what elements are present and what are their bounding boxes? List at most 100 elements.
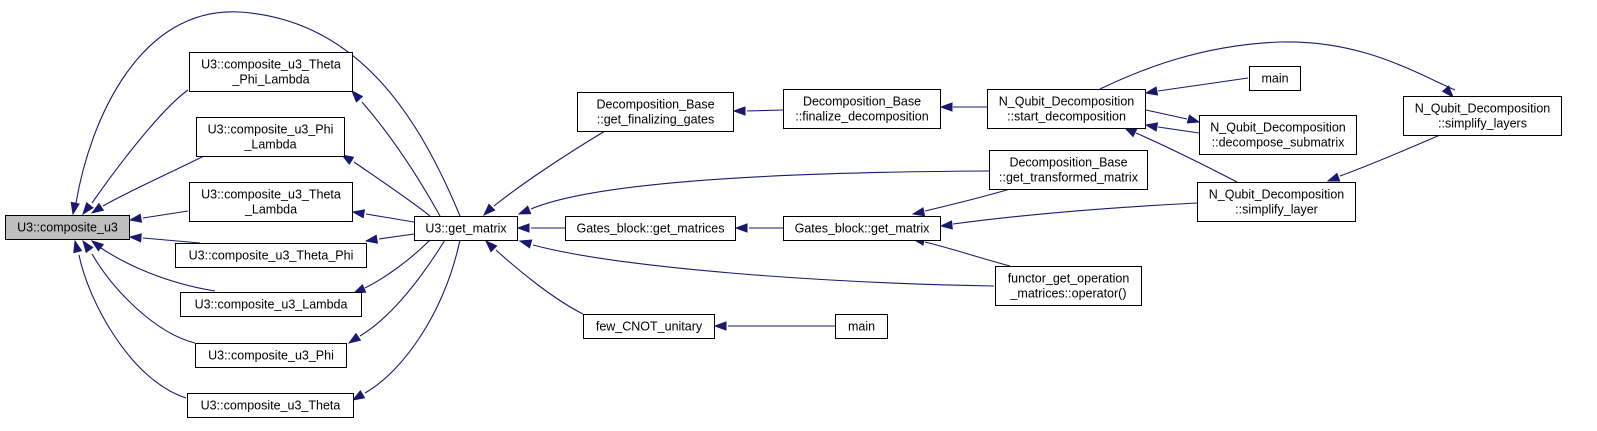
edge-arrowhead <box>340 154 355 165</box>
node-nq-start-decomposition[interactable]: N_Qubit_Decomposition::start_decompositi… <box>987 89 1146 129</box>
edge-arrowhead <box>90 240 105 252</box>
edge-arrowhead <box>518 239 533 249</box>
edge-main_2-to-few_cnot_unitary <box>713 321 835 331</box>
node-box[interactable] <box>783 89 941 129</box>
node-cu3-theta-lambda[interactable]: U3::composite_u3_Theta_Lambda <box>189 182 353 222</box>
edge-arrowhead <box>1326 172 1341 182</box>
node-box[interactable] <box>5 215 130 240</box>
node-box[interactable] <box>175 243 367 268</box>
edge-arrowhead <box>713 321 727 331</box>
node-label-line: N_Qubit_Decomposition <box>999 95 1135 109</box>
node-label-line: Gates_block::get_matrix <box>795 222 931 236</box>
edge-cu3_theta_lambda-to-composite_u3 <box>128 210 189 223</box>
edge-cu3_theta_phi_lambda-to-composite_u3 <box>82 89 189 216</box>
node-box[interactable] <box>783 216 941 241</box>
node-composite-u3[interactable]: U3::composite_u3 <box>5 215 130 240</box>
node-db-get-transformed-matrix[interactable]: Decomposition_Base::get_transformed_matr… <box>989 150 1148 190</box>
edge-line <box>378 233 415 240</box>
node-main-2[interactable]: main <box>835 314 888 339</box>
node-label-line: _Lambda <box>244 203 297 217</box>
edge-line <box>365 213 415 223</box>
edge-arrowhead <box>484 239 498 253</box>
edge-get_matrix-to-cu3_theta_lambda <box>351 209 415 223</box>
node-label-line: U3::composite_u3_Theta_Phi <box>189 249 354 263</box>
node-box[interactable] <box>195 343 347 368</box>
node-cu3-theta[interactable]: U3::composite_u3_Theta <box>187 393 354 418</box>
node-box[interactable] <box>187 393 354 418</box>
node-box[interactable] <box>1403 96 1562 136</box>
node-box[interactable] <box>565 216 736 241</box>
node-box[interactable] <box>577 92 734 132</box>
edge-functor_get_operation-to-get_matrix <box>518 239 995 287</box>
node-box[interactable] <box>989 150 1148 190</box>
node-box[interactable] <box>180 292 362 317</box>
node-gb-get-matrix[interactable]: Gates_block::get_matrix <box>783 216 941 241</box>
node-cu3-lambda[interactable]: U3::composite_u3_Lambda <box>180 292 362 317</box>
edge-get_matrix-to-cu3_lambda <box>352 239 431 294</box>
node-few-cnot-unitary[interactable]: few_CNOT_unitary <box>583 314 715 339</box>
node-label-line: Decomposition_Base <box>596 98 714 112</box>
edge-arrowhead <box>734 223 748 233</box>
edge-arrowhead <box>732 106 746 116</box>
node-box[interactable] <box>1197 182 1356 222</box>
node-box[interactable] <box>987 89 1146 129</box>
edge-arrowhead <box>1123 127 1138 138</box>
edge-line <box>1099 41 1456 91</box>
node-label-line: N_Qubit_Decomposition <box>1210 121 1346 135</box>
node-label-line: N_Qubit_Decomposition <box>1415 102 1551 116</box>
edge-arrowhead <box>351 89 364 103</box>
node-box[interactable] <box>414 216 518 241</box>
node-box[interactable] <box>583 314 715 339</box>
node-get-matrix[interactable]: U3::get_matrix <box>414 216 518 241</box>
edge-gb_get_matrices-to-get_matrix <box>516 223 565 233</box>
node-gb-get-matrices[interactable]: Gates_block::get_matrices <box>565 216 736 241</box>
node-box[interactable] <box>1199 115 1357 155</box>
edge-functor_get_operation-to-gb_get_matrix <box>911 236 1011 267</box>
node-box[interactable] <box>189 182 353 222</box>
node-label-line: Gates_block::get_matrices <box>577 222 725 236</box>
node-functor-get-operation[interactable]: functor_get_operation_matrices::operator… <box>995 266 1142 306</box>
node-nq-decompose-submatrix[interactable]: N_Qubit_Decomposition::decompose_submatr… <box>1199 115 1357 155</box>
edge-arrowhead <box>70 201 80 216</box>
edge-line <box>495 249 584 315</box>
edge-line <box>952 202 1198 225</box>
node-box[interactable] <box>995 266 1142 306</box>
node-label-line: U3::composite_u3_Theta <box>201 399 341 413</box>
node-box[interactable] <box>835 314 888 339</box>
edge-gb_get_matrix-to-gb_get_matrices <box>734 223 783 233</box>
node-label-line: ::simplify_layer <box>1235 203 1318 217</box>
node-main-1[interactable]: main <box>1249 66 1301 91</box>
edge-line <box>1135 132 1238 183</box>
node-nq-simplify-layer[interactable]: N_Qubit_Decomposition::simplify_layer <box>1197 182 1356 222</box>
edge-cu3_phi_lambda-to-composite_u3 <box>90 154 207 214</box>
node-box[interactable] <box>196 117 345 157</box>
node-label-line: U3::composite_u3_Lambda <box>195 298 348 312</box>
edge-line <box>924 241 1011 267</box>
node-cu3-phi[interactable]: U3::composite_u3_Phi <box>195 343 347 368</box>
edge-line <box>530 170 990 210</box>
edge-cu3_theta_phi-to-composite_u3 <box>128 233 201 244</box>
edge-few_cnot_unitary-to-get_matrix <box>484 239 584 315</box>
edge-line <box>493 130 606 207</box>
edge-line <box>746 109 784 112</box>
node-nq-simplify-layers[interactable]: N_Qubit_Decomposition::simplify_layers <box>1403 96 1562 136</box>
edge-nq_start_decomposition-to-db_finalize_decomposition <box>939 102 987 112</box>
edge-line <box>75 11 461 217</box>
node-cu3-phi-lambda[interactable]: U3::composite_u3_Phi_Lambda <box>196 117 345 157</box>
edge-arrowhead <box>351 209 366 219</box>
node-box[interactable] <box>1249 66 1301 91</box>
node-label-line: _Lambda <box>243 138 296 152</box>
node-label-line: U3::composite_u3_Theta <box>201 188 341 202</box>
node-label-line: ::get_finalizing_gates <box>597 113 714 127</box>
node-db-finalize-decomposition[interactable]: Decomposition_Base::finalize_decompositi… <box>783 89 941 129</box>
edge-line <box>1157 77 1249 92</box>
node-cu3-theta-phi-lambda[interactable]: U3::composite_u3_Theta_Phi_Lambda <box>189 52 353 92</box>
node-db-get-finalizing-gates[interactable]: Decomposition_Base::get_finalizing_gates <box>577 92 734 132</box>
node-cu3-theta-phi[interactable]: U3::composite_u3_Theta_Phi <box>175 243 367 268</box>
edge-arrowhead <box>1144 86 1159 96</box>
edge-line <box>1339 134 1441 177</box>
edge-get_matrix-to-cu3_theta_phi_lambda <box>351 89 441 217</box>
edge-arrowhead <box>911 207 926 217</box>
node-box[interactable] <box>189 52 353 92</box>
edge-arrowhead <box>90 202 105 214</box>
